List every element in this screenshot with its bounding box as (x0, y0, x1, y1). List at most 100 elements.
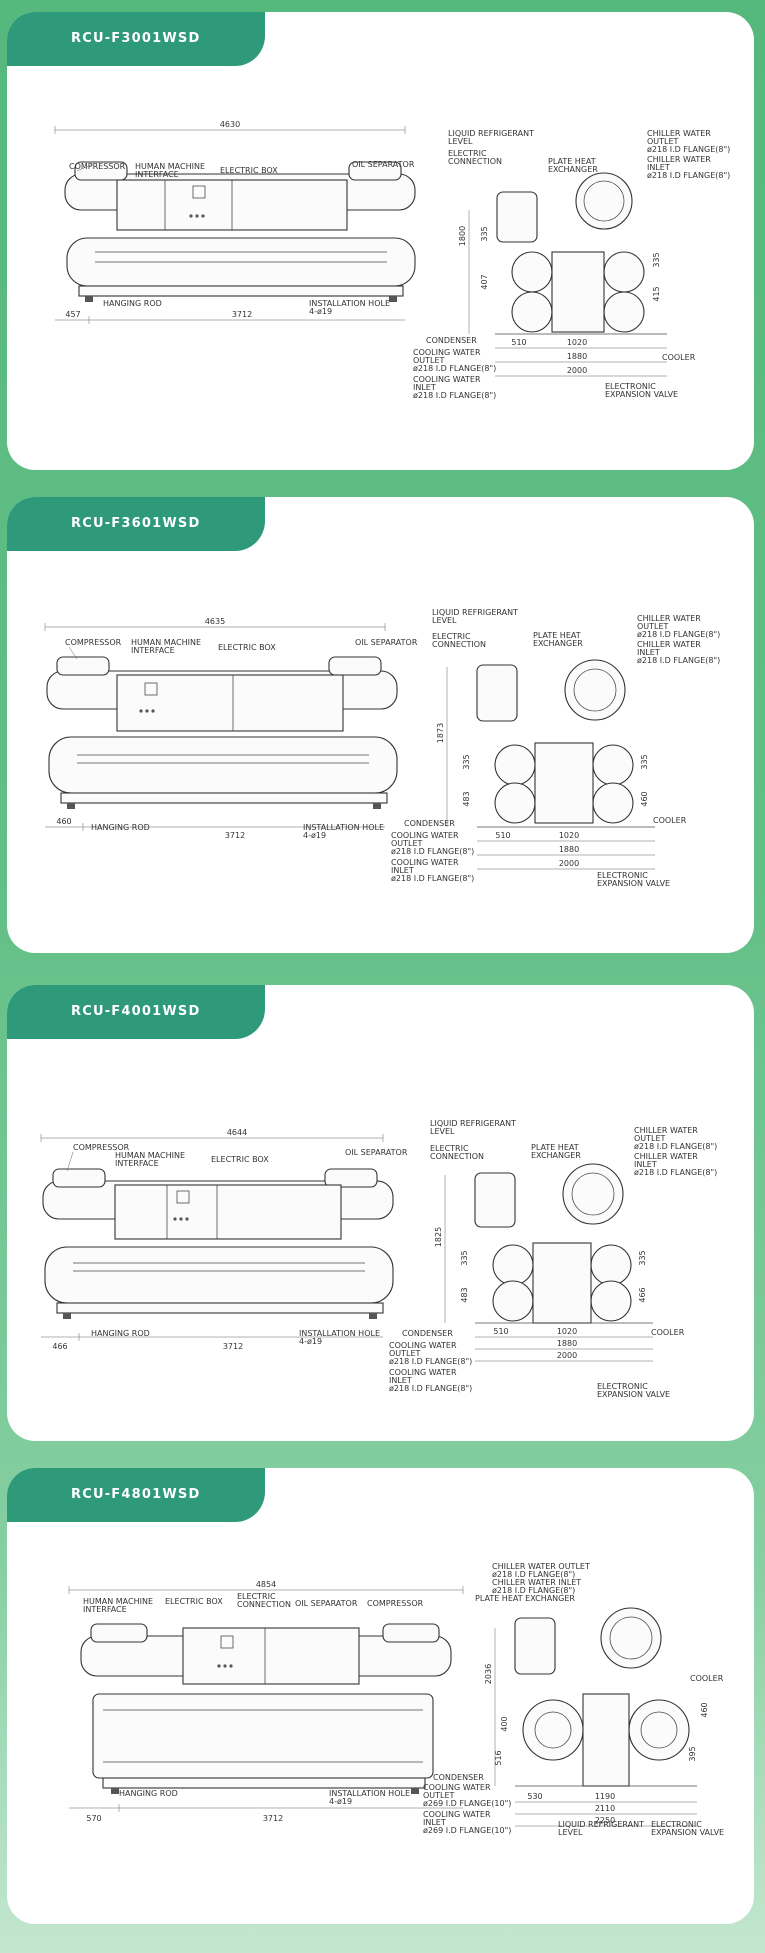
label-eev-1: ELECTRONIC (597, 871, 648, 880)
label-cooler: COOLER (651, 1328, 685, 1337)
label-hmi-1: HUMAN MACHINE (115, 1151, 185, 1160)
side-view: 4630 457 3712 COMPRESSOR (54, 120, 416, 324)
label-chiller-in-3: ø218 I.D FLANGE(8") (634, 1168, 717, 1177)
side-view: 4635 460 3712 COMPRESSOR HUMAN MACHINE I… (44, 617, 418, 840)
label-cool-out-2: OUTLET (391, 839, 423, 848)
label-liquid-1: LIQUID REFRIGERANT (448, 129, 534, 138)
label-elec-conn-2: CONNECTION (448, 157, 502, 166)
label-cool-in-1: COOLING WATER (423, 1810, 491, 1819)
label-chiller-in-3: ø218 I.D FLANGE(8") (492, 1586, 575, 1595)
label-cool-out-1: COOLING WATER (413, 348, 481, 357)
label-cool-out-3: ø218 I.D FLANGE(8") (391, 847, 474, 856)
label-chiller-in-2: INLET (634, 1160, 657, 1169)
dim-h-d: 466 (638, 1287, 647, 1302)
label-eev-2: EXPANSION VALVE (605, 390, 678, 399)
dim-w-d: 2000 (559, 859, 579, 868)
label-liquid-2: LEVEL (448, 137, 473, 146)
end-view: 1825 483 335 335 466 510 1020 1880 2000 … (389, 1119, 717, 1399)
dim-height: 1825 (434, 1227, 443, 1247)
label-compressor: COMPRESSOR (69, 162, 126, 171)
dim-length: 4635 (205, 617, 225, 626)
label-cool-in-3: ø218 I.D FLANGE(8") (391, 874, 474, 883)
label-chiller-in-1: CHILLER WATER (634, 1152, 698, 1161)
label-hmi-2: INTERFACE (115, 1159, 159, 1168)
dim-h-a: 483 (460, 1287, 469, 1302)
label-elec-conn-1: ELECTRIC (448, 149, 487, 158)
label-electric-box: ELECTRIC BOX (165, 1597, 223, 1606)
label-hanging-rod: HANGING ROD (91, 1329, 150, 1338)
label-elec-conn-1: ELECTRIC (432, 632, 471, 641)
label-cool-in-3: ø218 I.D FLANGE(8") (413, 391, 496, 400)
label-oil-separator: OIL SEPARATOR (352, 160, 415, 169)
label-cool-in-3: ø269 I.D FLANGE(10") (423, 1826, 511, 1835)
model-card: RCU-F3001WSD 4630 (7, 12, 754, 470)
label-condenser: CONDENSER (404, 819, 455, 828)
dim-w-b: 1020 (559, 831, 579, 840)
dim-h-a: 407 (480, 274, 489, 289)
label-cool-in-2: INLET (413, 383, 436, 392)
label-plate-heat-2: EXCHANGER (531, 1151, 581, 1160)
label-plate-heat-2: EXCHANGER (548, 165, 598, 174)
dim-w-b: 1020 (567, 338, 587, 347)
label-chiller-out-2: OUTLET (637, 622, 669, 631)
label-plate-heat-1: PLATE HEAT (548, 157, 596, 166)
dim-left-offset: 460 (56, 817, 71, 826)
dimension-drawing: 4644 466 3712 COMPRESSOR HUMAN MACHINE I… (40, 1119, 717, 1399)
dim-h-d: 460 (640, 791, 649, 806)
label-cool-out-2: OUTLET (423, 1791, 455, 1800)
label-elec-conn-2: CONNECTION (430, 1152, 484, 1161)
label-chiller-out-2: OUTLET (634, 1134, 666, 1143)
label-elec-conn-side-1: ELECTRIC (237, 1592, 276, 1601)
label-cool-in-2: INLET (423, 1818, 446, 1827)
label-chiller-in-2: INLET (647, 163, 670, 172)
label-compressor: COMPRESSOR (367, 1599, 424, 1608)
dim-rod-span: 3712 (263, 1814, 283, 1823)
dim-left-offset: 570 (86, 1814, 101, 1823)
dim-height: 2036 (484, 1664, 493, 1684)
dim-h-b: 335 (460, 1250, 469, 1265)
label-eev-2: EXPANSION VALVE (651, 1828, 724, 1837)
label-chiller-out-3: ø218 I.D FLANGE(8") (492, 1570, 575, 1579)
label-installation-hole-1: INSTALLATION HOLE (303, 823, 384, 832)
label-installation-hole-2: 4-ø19 (303, 831, 326, 840)
dim-h-d: 395 (688, 1746, 697, 1761)
label-hmi-1: HUMAN MACHINE (135, 162, 205, 171)
dim-h-c: 335 (640, 754, 649, 769)
model-title-tab: RCU-F4801WSD (7, 1468, 265, 1522)
label-liquid-1: LIQUID REFRIGERANT (430, 1119, 516, 1128)
side-view: 4854 570 3712 HUMAN MACHINE INTERFACE EL… (68, 1580, 464, 1823)
label-condenser: CONDENSER (402, 1329, 453, 1338)
label-eev-1: ELECTRONIC (605, 382, 656, 391)
label-chiller-out-3: ø218 I.D FLANGE(8") (647, 145, 730, 154)
dim-h-c: 460 (700, 1702, 709, 1717)
label-condenser: CONDENSER (426, 336, 477, 345)
label-eev-1: ELECTRONIC (651, 1820, 702, 1829)
label-hmi-2: INTERFACE (131, 646, 175, 655)
label-installation-hole-1: INSTALLATION HOLE (299, 1329, 380, 1338)
dim-w-a: 530 (527, 1792, 542, 1801)
dim-w-a: 510 (495, 831, 510, 840)
label-cool-out-3: ø269 I.D FLANGE(10") (423, 1799, 511, 1808)
label-cool-out-1: COOLING WATER (423, 1783, 491, 1792)
label-chiller-out-3: ø218 I.D FLANGE(8") (634, 1142, 717, 1151)
dim-h-c: 335 (638, 1250, 647, 1265)
label-eev-2: EXPANSION VALVE (597, 1390, 670, 1399)
dim-length: 4854 (256, 1580, 276, 1589)
label-compressor: COMPRESSOR (65, 638, 122, 647)
model-title-tab: RCU-F3001WSD (7, 12, 265, 66)
dim-w-b: 1020 (557, 1327, 577, 1336)
label-chiller-out-1: CHILLER WATER (634, 1126, 698, 1135)
label-hanging-rod: HANGING ROD (91, 823, 150, 832)
label-eev-2: EXPANSION VALVE (597, 879, 670, 888)
label-installation-hole-1: INSTALLATION HOLE (329, 1789, 410, 1798)
dim-length: 4630 (220, 120, 240, 129)
label-chiller-out-3: ø218 I.D FLANGE(8") (637, 630, 720, 639)
label-cooler: COOLER (690, 1674, 724, 1683)
label-electric-box: ELECTRIC BOX (211, 1155, 269, 1164)
dim-height: 1800 (458, 226, 467, 246)
label-condenser: CONDENSER (433, 1773, 484, 1782)
label-chiller-out-2: OUTLET (647, 137, 679, 146)
dimension-drawing: 4635 460 3712 COMPRESSOR HUMAN MACHINE I… (44, 608, 720, 888)
dim-rod-span: 3712 (225, 831, 245, 840)
dim-w-b: 1190 (595, 1792, 615, 1801)
